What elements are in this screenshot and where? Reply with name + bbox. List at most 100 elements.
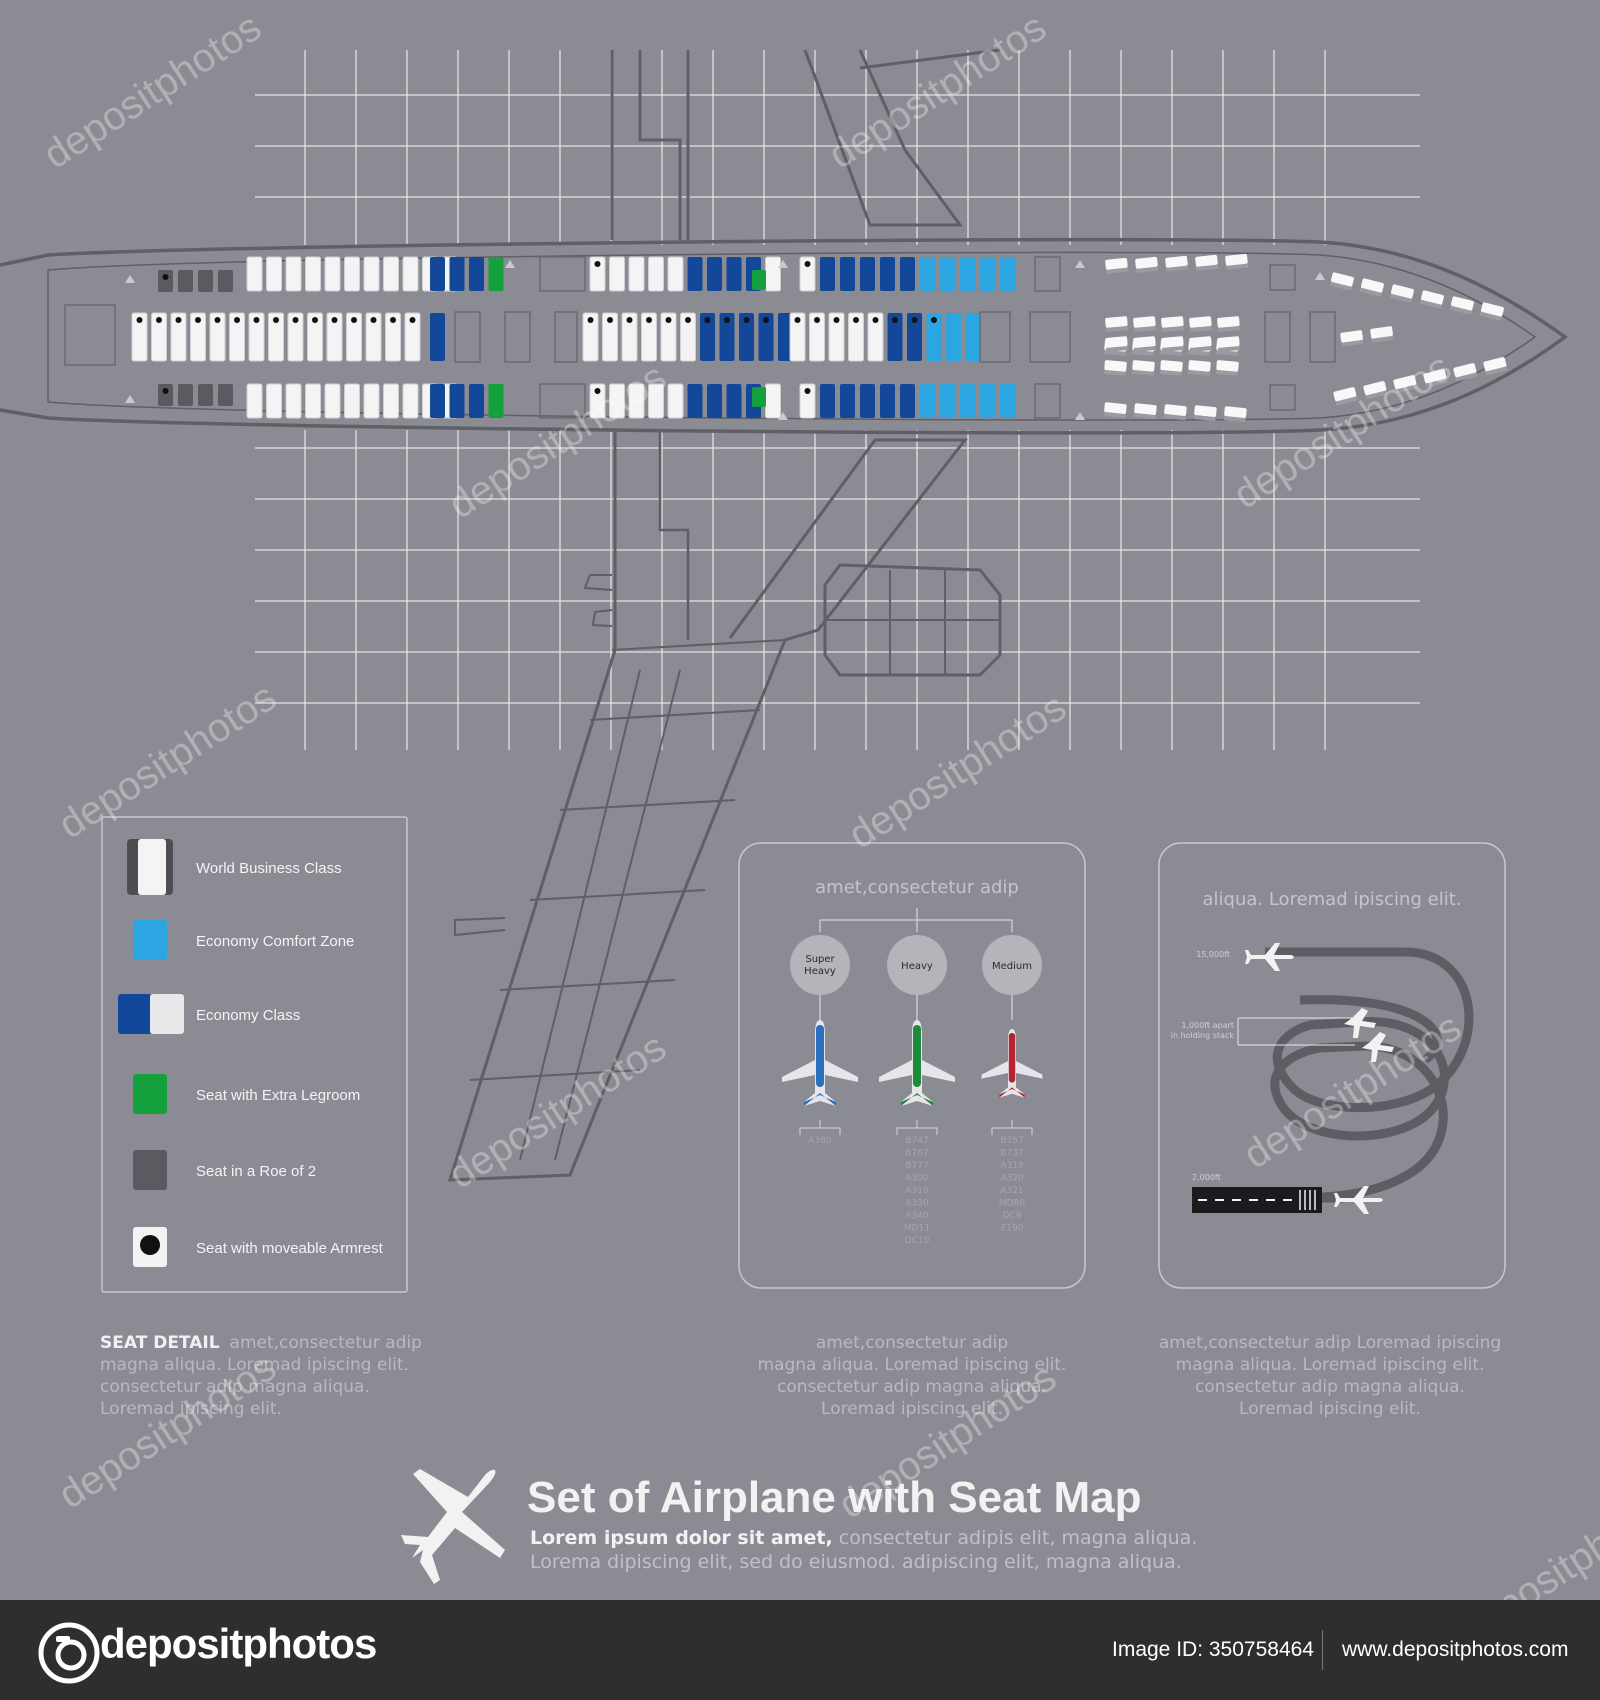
seat (326, 312, 343, 362)
seat-base (1217, 346, 1241, 352)
seat (602, 312, 618, 362)
seat (158, 384, 173, 406)
seat-shell (1361, 278, 1384, 293)
wake-categories: SuperHeavyA380HeavyB747B767B777A300A310A… (782, 908, 1043, 1246)
seat-shell (1105, 316, 1128, 328)
seat-shell (1189, 316, 1212, 328)
business-seat (1333, 387, 1358, 406)
armrest-dot (292, 317, 299, 323)
business-seat (1161, 336, 1185, 352)
altitude-bottom-label: 2,000ft (1192, 1173, 1221, 1182)
exit-arrow-icon (1315, 272, 1325, 280)
seat (887, 313, 903, 361)
seat (209, 312, 226, 362)
model-label: B737 (1000, 1149, 1023, 1159)
model-label: A320 (1000, 1174, 1024, 1184)
model-bracket (991, 1120, 1033, 1135)
seat (344, 383, 360, 419)
seat (920, 257, 935, 291)
seat-shell (1225, 253, 1248, 266)
category-label: Heavy (804, 966, 836, 977)
middle-line-3: consectetur adip magna aliqua. (777, 1377, 1047, 1397)
seat (648, 383, 664, 419)
business-seat (1189, 316, 1213, 332)
seat (582, 312, 599, 362)
seat (246, 256, 263, 292)
airplane-icon (1344, 1008, 1376, 1038)
seat-shell (1224, 406, 1247, 419)
seat-base (1161, 346, 1185, 352)
seat-shell (1188, 360, 1211, 372)
armrest-dot (594, 261, 601, 267)
apart-bracket (1237, 1017, 1355, 1046)
armrest-dot (704, 317, 711, 323)
business-seat (1131, 360, 1155, 376)
armrest-dot (136, 317, 143, 323)
category-circle (790, 935, 850, 995)
seat-detail-line-4: Loremad ipiscing elit. (100, 1399, 282, 1419)
exit-arrow-icon (125, 275, 135, 283)
armrest-dot (351, 317, 357, 323)
business-seat (1193, 405, 1217, 422)
right-line-3: consectetur adip magna aliqua. (1195, 1377, 1465, 1397)
seat (739, 313, 754, 361)
middle-line-4: Loremad ipiscing elit. (821, 1399, 1003, 1419)
business-seat (1105, 257, 1129, 274)
seat (170, 312, 187, 362)
seat (305, 383, 321, 419)
seat-shell (1340, 330, 1363, 343)
seat-base (1189, 326, 1213, 332)
seat (430, 313, 445, 361)
business-seat (1217, 336, 1241, 352)
armrest-dot (195, 317, 201, 323)
seat (752, 270, 766, 290)
subtitle-line-1: Lorem ipsum dolor sit amet, consectetur … (530, 1527, 1197, 1549)
seat-detail-label: SEAT DETAIL (100, 1333, 220, 1353)
holding-panel-title: aliqua. Loremad ipiscing elit. (1203, 889, 1462, 910)
business-seat (1423, 369, 1448, 388)
seat-shell (1161, 336, 1184, 348)
seat (363, 383, 380, 419)
legend-label: Economy Comfort Zone (196, 933, 354, 950)
seat (621, 312, 638, 362)
footer-brand[interactable]: depositphotos (100, 1620, 377, 1667)
business-seat (1340, 330, 1364, 347)
seat (609, 383, 625, 419)
business-seat (1187, 360, 1211, 376)
footer-site-link[interactable]: www.depositphotos.com (1342, 1638, 1569, 1661)
seat-shell (1132, 360, 1155, 372)
legend-label: Economy Class (196, 1007, 300, 1024)
seat (778, 313, 793, 361)
seat-shell (1217, 316, 1240, 328)
model-label: E190 (1001, 1224, 1024, 1234)
footer-bar: depositphotos Image ID: 350758464 www.de… (0, 1600, 1600, 1700)
airplane-livery (816, 1025, 824, 1087)
armrest-dot (665, 317, 672, 323)
seat-shell (1160, 360, 1183, 372)
business-seat (1225, 253, 1249, 270)
category-circle (982, 935, 1042, 995)
business-seat (1195, 254, 1219, 271)
seat-base (1455, 372, 1478, 382)
seat (344, 256, 360, 292)
armrest-dot (273, 317, 279, 323)
seat (198, 384, 213, 406)
seat (758, 313, 774, 361)
seat (287, 312, 304, 362)
airplane-tail (804, 1093, 836, 1106)
seat-base (1365, 390, 1388, 400)
armrest-dot (312, 317, 318, 323)
seat-base (1131, 369, 1155, 376)
armrest-dot (724, 317, 730, 323)
seat (960, 257, 975, 291)
seat (430, 384, 445, 418)
armrest-dot (331, 317, 338, 323)
armrest-dot (911, 317, 918, 323)
seat (946, 313, 961, 361)
seat (960, 384, 975, 418)
seat-base (1371, 335, 1394, 343)
seat (307, 312, 323, 362)
seat (324, 383, 341, 419)
business-seat (1105, 316, 1129, 332)
seat (828, 312, 845, 362)
